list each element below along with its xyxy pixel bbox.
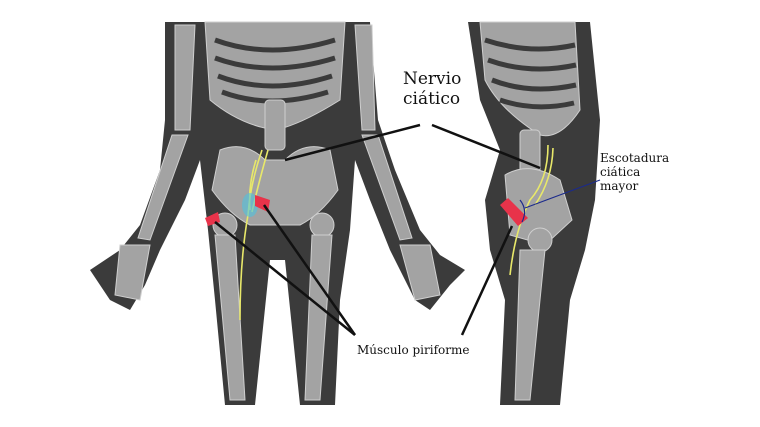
- side-piriformis-muscle: [500, 198, 528, 226]
- side-sciatic-nerve: [509, 144, 554, 276]
- piriforme-pointer-front-2: [262, 204, 357, 336]
- nervio-pointer-front: [284, 123, 421, 162]
- escotadura-pointer: [524, 179, 601, 209]
- label-line: ciática: [600, 164, 641, 179]
- label-line: ciático: [403, 88, 461, 109]
- pointer-lines: [214, 123, 541, 336]
- front-blue-highlight: [242, 193, 258, 217]
- label-nervio-ciatico: Nervio ciático: [403, 69, 462, 109]
- label-line: Nervio: [403, 69, 462, 89]
- label-line: mayor: [600, 178, 639, 193]
- greater-sciatic-notch: [519, 199, 526, 223]
- piriforme-pointer-side: [460, 225, 514, 336]
- label-musculo-piriforme: Músculo piriforme: [357, 343, 470, 357]
- nervio-pointer-side: [431, 123, 541, 170]
- front-skeleton: [114, 21, 441, 401]
- piriforme-pointer-front-1: [214, 221, 356, 336]
- label-escotadura-ciatica-mayor: Escotadura ciática mayor: [600, 151, 670, 193]
- label-line: Escotadura: [600, 151, 670, 165]
- side-skeleton: [479, 21, 581, 401]
